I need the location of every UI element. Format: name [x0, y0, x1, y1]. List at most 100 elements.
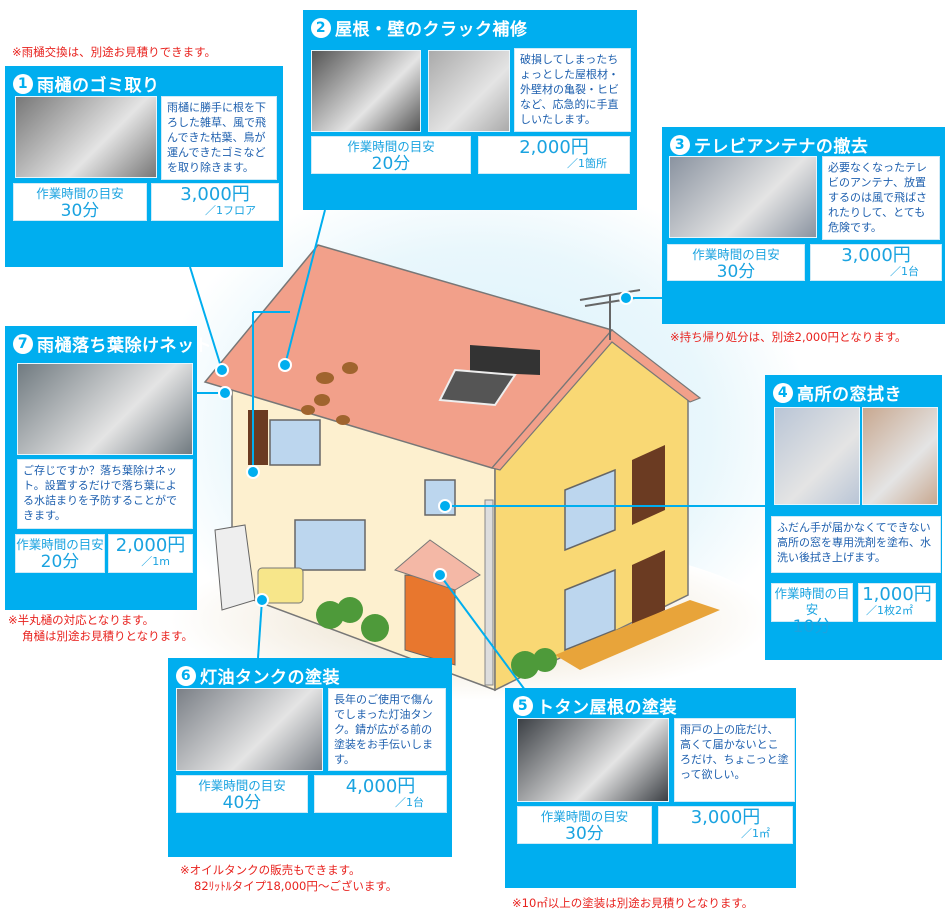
price-box: 2,000円／1箇所 — [478, 136, 630, 174]
front-door — [404, 574, 456, 666]
panel-title-text: 雨樋のゴミ取り — [37, 76, 160, 96]
work-time-value: 40分 — [222, 793, 262, 813]
step-number-badge: 3 — [670, 134, 690, 155]
caulking-photo — [311, 50, 421, 132]
service-description: ふだん手が届かなくてできない高所の窓を専用洗剤を塗布、水洗い後拭き上げます。 — [771, 516, 941, 573]
window — [564, 568, 616, 652]
step-number-badge: 5 — [513, 695, 533, 716]
oil-tank-photo — [176, 688, 323, 771]
work-time-value: 30分 — [716, 262, 756, 282]
window — [294, 519, 366, 571]
price-box: 3,000円／1台 — [810, 244, 942, 281]
wooden-deck — [555, 600, 720, 670]
price-value: 3,000円 — [690, 807, 761, 828]
step-number-badge: 4 — [773, 382, 793, 403]
price-value: 2,000円 — [115, 535, 186, 556]
painting-photo — [517, 718, 669, 802]
shutter — [632, 550, 665, 625]
solar-heater — [470, 345, 540, 375]
work-time-value: 10分 — [792, 617, 832, 637]
note-painting-area: ※10㎡以上の塗装は別途お見積りとなります。 — [512, 896, 754, 910]
gutter-net-photo — [17, 363, 193, 455]
work-time-label: 作業時間の目安 — [774, 586, 850, 617]
price-value: 3,000円 — [180, 184, 250, 205]
fallen-leaves — [301, 362, 358, 425]
window — [564, 468, 616, 552]
price-value: 4,000円 — [345, 776, 416, 797]
work-time-value: 30分 — [565, 824, 604, 844]
antenna-photo — [669, 156, 817, 238]
price-unit: ／1㎡ — [741, 827, 770, 840]
work-time-label: 作業時間の目安 — [540, 809, 629, 824]
note-gutter-exchange: ※雨樋交換は、別途お見積りできます。 — [12, 45, 216, 59]
service-description: 破損してしまったちょっとした屋根材・外壁材の亀裂・ヒビなど、応急的に手直しいたし… — [514, 48, 631, 132]
panel-title-text: 灯油タンクの塗装 — [200, 668, 340, 688]
price-unit: ／1枚2㎡ — [866, 604, 913, 617]
door-awning — [394, 539, 481, 591]
panel-title-text: トタン屋根の塗装 — [537, 698, 677, 718]
price-value: 3,000円 — [841, 245, 911, 266]
price-value: 1,000円 — [862, 584, 932, 605]
work-time-value: 20分 — [40, 552, 80, 572]
gable-roof — [490, 329, 702, 471]
work-time-value: 30分 — [60, 201, 100, 221]
price-unit: ／1台 — [890, 265, 919, 278]
price-box: 3,000円／1フロア — [151, 183, 279, 221]
step-number-badge: 6 — [176, 665, 196, 686]
house — [203, 244, 720, 692]
price-unit: ／1箇所 — [567, 157, 607, 170]
price-unit: ／1フロア — [205, 204, 256, 217]
solar-panel — [438, 368, 517, 407]
step-number-badge: 7 — [13, 333, 33, 354]
oil-tank — [257, 567, 304, 604]
work-time-label: 作業時間の目安 — [692, 247, 780, 262]
service-description: 長年のご使用で傷んでしまった灯油タンク。錆が広がる前の塗装をお手伝いします。 — [328, 688, 446, 771]
panel-title-text: テレビアンテナの撤去 — [694, 137, 869, 157]
window-photo — [774, 407, 860, 505]
service-description: 雨樋に勝手に根を下ろした雑草、風で飛んできた枯葉、鳥が運んできたゴミなどを取り除… — [161, 96, 277, 180]
price-unit: ／1m — [141, 555, 170, 568]
price-unit: ／1台 — [395, 796, 424, 809]
note-net-line1: ※半丸樋の対応となります。 — [8, 613, 155, 627]
price-box: 2,000円／1m — [108, 534, 193, 573]
work-time-label: 作業時間の目安 — [198, 778, 286, 793]
caulking-photo — [428, 50, 510, 132]
panel-title-text: 雨樋落ち葉除けネット — [37, 336, 212, 356]
note-tank-line1: ※オイルタンクの販売もできます。 — [180, 863, 361, 877]
price-box: 4,000円／1台 — [314, 775, 447, 813]
roof-tile-photo — [15, 96, 157, 178]
connector-lines — [189, 209, 765, 691]
step-number-badge: 1 — [13, 73, 33, 94]
service-description: 必要なくなったテレビのアンテナ、放置するのは風で飛ばされたりして、とても危険です… — [822, 156, 940, 240]
panel-title-text: 高所の窓拭き — [797, 385, 902, 405]
work-time-label: 作業時間の目安 — [347, 139, 435, 154]
work-time-label: 作業時間の目安 — [16, 537, 104, 552]
service-description: 雨戸の上の庇だけ、高くて届かないところだけ、ちょこっと塗って欲しい。 — [674, 718, 795, 802]
panel-title-text: 屋根・壁のクラック補修 — [335, 20, 528, 40]
note-tank-line2: 82ﾘｯﾄﾙタイプ18,000円～ございます。 — [194, 879, 398, 893]
work-time-value: 20分 — [371, 154, 411, 174]
downspout — [484, 499, 494, 686]
window-photo — [862, 407, 938, 505]
window — [269, 419, 321, 466]
